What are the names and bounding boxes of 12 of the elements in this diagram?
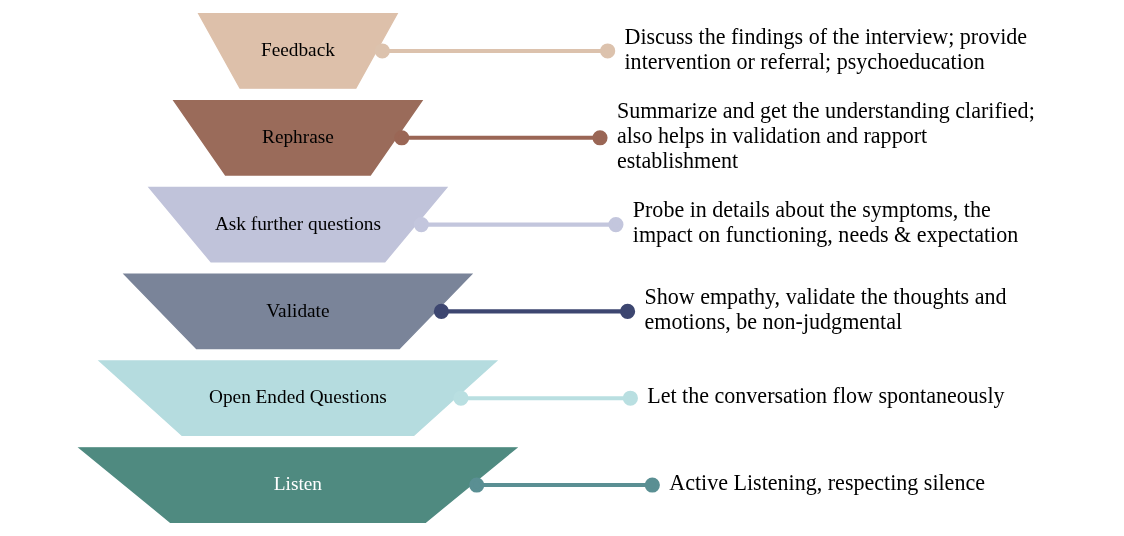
connector bbox=[413, 217, 623, 233]
connector bbox=[452, 390, 638, 406]
node-text: Let the conversation flow spontaneously bbox=[646, 383, 1005, 409]
connector bbox=[393, 130, 608, 146]
node-text: Summarize and get the understanding clarified; also helps in validation and rapport establishment bbox=[616, 98, 1035, 173]
node-text: Probe in details about the symptoms, the impact on functioning, needs & expectation bbox=[632, 197, 1018, 248]
connector bbox=[374, 43, 615, 59]
node-text: Show empathy, validate the thoughts and emotions, be non-judgmental bbox=[643, 284, 1007, 335]
node-text: Discuss the findings of the interview; provide intervention or referral; psychoeducation bbox=[624, 23, 1027, 74]
connector bbox=[468, 477, 660, 493]
node-text: Active Listening, respecting silence bbox=[668, 470, 985, 496]
connector bbox=[433, 303, 635, 319]
